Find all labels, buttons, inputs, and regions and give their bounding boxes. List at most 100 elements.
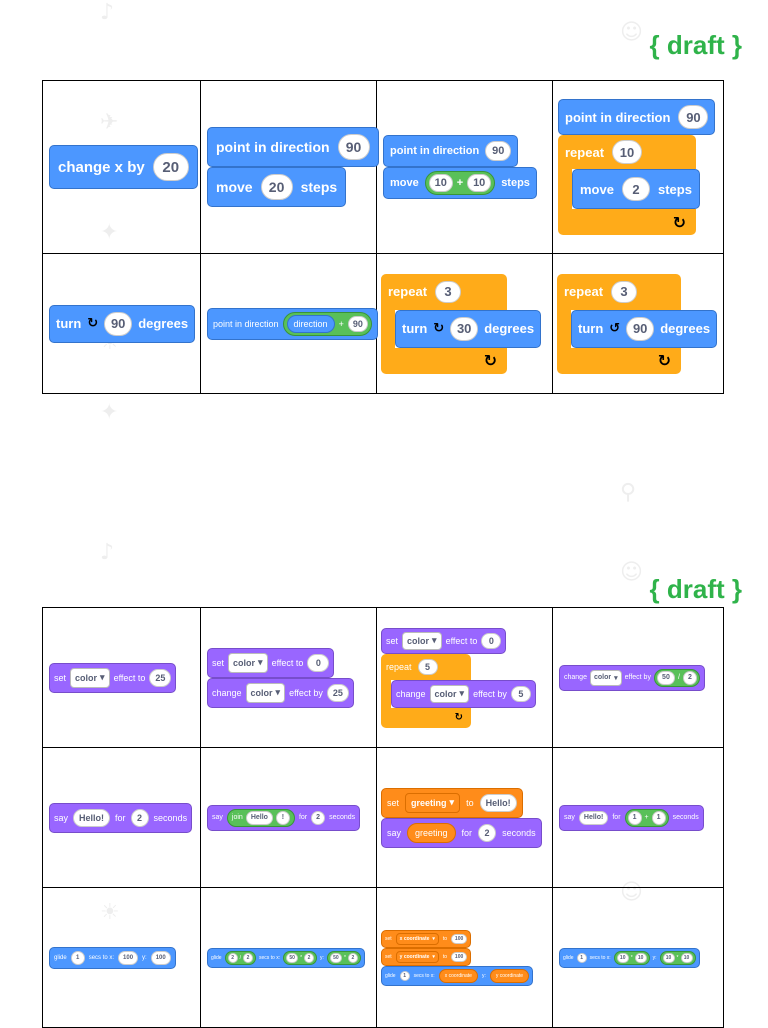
value-input[interactable]: 90	[678, 105, 709, 129]
say-for-secs-block[interactable]: say greeting for 2 seconds	[381, 817, 542, 848]
seconds-input[interactable]: 2	[478, 823, 497, 842]
operand-a[interactable]: 10	[662, 952, 675, 963]
effect-dropdown[interactable]: color▾	[402, 631, 442, 650]
seconds-input[interactable]: 2	[311, 810, 326, 825]
variable-dropdown[interactable]: x coordinate▾	[395, 932, 439, 945]
operand-b[interactable]: 2	[347, 952, 358, 963]
add-operator[interactable]: 10 + 10	[424, 171, 496, 195]
operand-a[interactable]: 10	[428, 174, 453, 192]
x-input[interactable]: 100	[118, 950, 139, 965]
set-effect-block[interactable]: set color▾ effect to 0	[207, 647, 335, 678]
turn-left-block[interactable]: turn ↺ 90 degrees	[571, 309, 718, 348]
glide-to-xy-block[interactable]: glide 1 secs to x: x coordinate y: y coo…	[381, 965, 534, 986]
divide-operator[interactable]: 2 / 2	[224, 950, 256, 965]
seconds-input[interactable]: 1	[576, 952, 587, 963]
move-steps-block[interactable]: move 10 + 10 steps	[383, 167, 537, 199]
multiply-operator[interactable]: 50 * 2	[326, 950, 361, 965]
turn-right-block[interactable]: turn ↻ 30 degrees	[395, 309, 542, 348]
add-operator[interactable]: direction + 90	[282, 311, 372, 336]
point-direction-block[interactable]: point in direction 90	[207, 127, 379, 167]
operand-b[interactable]: 1	[651, 810, 666, 825]
point-direction-block[interactable]: point in direction 90	[558, 99, 716, 135]
operand-a[interactable]: Hello	[245, 810, 273, 825]
repeat-count-input[interactable]: 10	[612, 140, 643, 164]
greeting-reporter[interactable]: greeting	[407, 822, 456, 843]
operand-a[interactable]: 50	[656, 670, 675, 685]
set-variable-block[interactable]: set y coordinate▾ to 100	[381, 947, 472, 966]
value-input[interactable]: 25	[326, 683, 349, 702]
seconds-input[interactable]: 1	[70, 950, 85, 965]
glide-to-xy-block[interactable]: glide 1 secs to x: 10 * 10 y: 10 * 10	[559, 947, 700, 968]
value-input[interactable]: 20	[260, 174, 293, 200]
value-input[interactable]: 0	[307, 653, 330, 672]
seconds-input[interactable]: 2	[130, 808, 149, 827]
operand-b[interactable]: 10	[467, 174, 492, 192]
effect-dropdown[interactable]: color▾	[589, 669, 622, 686]
operand-b[interactable]: 2	[304, 952, 315, 963]
repeat-block[interactable]: repeat 5 change color▾ effect by 5 ↻	[381, 653, 536, 728]
multiply-operator[interactable]: 50 * 2	[283, 950, 318, 965]
operand-b[interactable]: 90	[347, 315, 368, 332]
operand-b[interactable]: 2	[242, 952, 253, 963]
seconds-input[interactable]: 1	[399, 970, 410, 981]
effect-dropdown[interactable]: color▾	[228, 652, 268, 673]
point-direction-block[interactable]: point in direction 90	[383, 135, 519, 167]
operand-a[interactable]: 2	[227, 952, 238, 963]
value-input[interactable]: 5	[510, 685, 531, 702]
say-for-secs-block[interactable]: say join Hello ! for 2 seconds	[207, 804, 361, 831]
effect-dropdown[interactable]: color▾	[70, 667, 110, 688]
change-effect-block[interactable]: change color▾ effect by 5	[391, 679, 536, 708]
value-input[interactable]: 2	[621, 177, 650, 201]
change-effect-block[interactable]: change color▾ effect by 50 / 2	[559, 664, 705, 691]
set-effect-block[interactable]: set color▾ effect to 25	[49, 662, 177, 693]
operand-a[interactable]: 10	[616, 952, 629, 963]
repeat-count-input[interactable]: 5	[417, 658, 438, 675]
value-input[interactable]: 90	[485, 141, 512, 161]
repeat-block[interactable]: repeat 10 move 2 steps ↻	[558, 135, 700, 235]
variable-dropdown[interactable]: y coordinate▾	[395, 950, 439, 963]
direction-reporter[interactable]: direction	[286, 314, 335, 333]
operand-b[interactable]: 10	[680, 952, 693, 963]
operand-a[interactable]: 1	[627, 810, 642, 825]
turn-right-block[interactable]: turn ↻ 90 degrees	[49, 304, 196, 343]
value-input[interactable]: 100	[451, 951, 468, 962]
value-input[interactable]: 90	[104, 311, 133, 336]
y-input[interactable]: 100	[150, 950, 171, 965]
repeat-block[interactable]: repeat 3 turn ↺ 90 degrees ↻	[557, 273, 718, 374]
multiply-operator[interactable]: 10 * 10	[659, 950, 696, 965]
change-x-block[interactable]: change x by 20	[49, 145, 198, 189]
point-direction-block[interactable]: point in direction direction + 90	[207, 307, 378, 340]
say-for-secs-block[interactable]: say Hello! for 1 + 1 seconds	[559, 804, 704, 831]
glide-to-xy-block[interactable]: glide 2 / 2 secs to x: 50 * 2 y: 50	[207, 947, 365, 968]
value-input[interactable]: 100	[451, 933, 468, 944]
say-for-secs-block[interactable]: say Hello! for 2 seconds	[49, 802, 193, 833]
set-variable-block[interactable]: set greeting▾ to Hello!	[381, 787, 523, 818]
divide-operator[interactable]: 50 / 2	[653, 668, 700, 687]
value-input[interactable]: 0	[481, 632, 502, 649]
operand-a[interactable]: 50	[286, 952, 299, 963]
value-input[interactable]: 25	[149, 668, 172, 687]
multiply-operator[interactable]: 10 * 10	[613, 950, 650, 965]
x-coordinate-reporter[interactable]: x coordinate	[438, 968, 478, 983]
operand-b[interactable]: !	[275, 810, 290, 825]
operand-b[interactable]: 2	[682, 670, 697, 685]
move-steps-block[interactable]: move 2 steps	[572, 169, 700, 209]
set-effect-block[interactable]: set color▾ effect to 0	[381, 627, 507, 654]
value-input[interactable]: 90	[626, 316, 655, 341]
glide-to-xy-block[interactable]: glide 1 secs to x: 100 y: 100	[49, 946, 176, 969]
variable-dropdown[interactable]: greeting▾	[405, 792, 461, 813]
change-effect-block[interactable]: change color▾ effect by 25	[207, 677, 354, 708]
add-operator[interactable]: 1 + 1	[624, 808, 669, 827]
set-variable-block[interactable]: set x coordinate▾ to 100	[381, 929, 472, 948]
effect-dropdown[interactable]: color▾	[245, 682, 286, 703]
operand-a[interactable]: 50	[329, 952, 342, 963]
value-input[interactable]: 90	[337, 134, 370, 160]
join-operator[interactable]: join Hello !	[226, 808, 295, 827]
repeat-count-input[interactable]: 3	[435, 280, 462, 303]
repeat-block[interactable]: repeat 3 turn ↻ 30 degrees ↻	[381, 273, 542, 374]
move-steps-block[interactable]: move 20 steps	[207, 167, 347, 207]
value-input[interactable]: 30	[450, 316, 479, 341]
value-input[interactable]: 20	[152, 153, 189, 181]
message-input[interactable]: Hello!	[73, 808, 111, 827]
operand-b[interactable]: 10	[634, 952, 647, 963]
